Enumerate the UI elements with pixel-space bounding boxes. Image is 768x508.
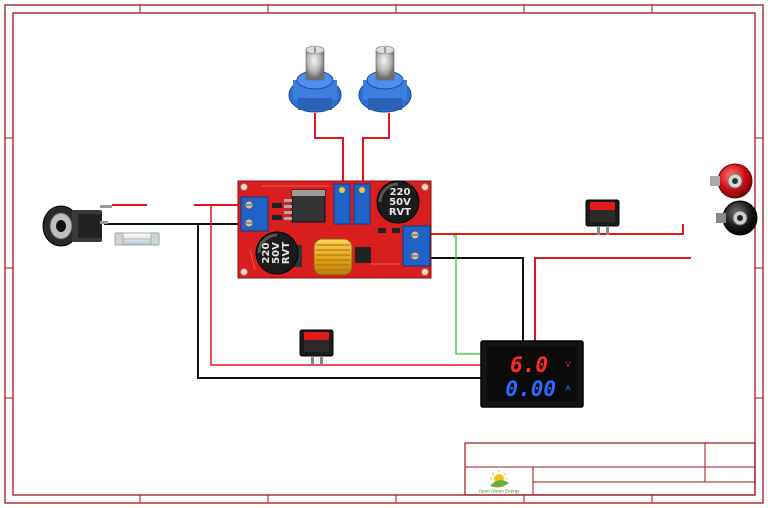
output-terminal-block [402,225,431,267]
potentiometer-voltage [288,45,342,113]
display-voltage-value: 6.0 [510,353,548,377]
wire-pot-right [362,113,390,186]
wire-output-negative [428,257,524,342]
wire-display-to-output [534,257,691,342]
wire-positive-to-display [210,205,484,366]
banana-jack-black [716,200,758,236]
rocker-switch-output [585,199,620,235]
logo: Open Green Energy [478,470,520,494]
wire-output-positive [428,224,684,235]
potentiometer-current [358,45,412,113]
volt-amp-meter: 6.0 V 0.00 A [480,340,584,408]
cap-output-line3: RVT [389,207,411,218]
cap-input-line2: 50V [271,242,282,264]
display-voltage-unit: V [565,360,571,369]
wire-ground-to-display [197,224,484,379]
banana-jack-red [710,163,753,199]
cap-output-line1: 220 [390,187,411,198]
cap-input-line3: RVT [281,242,292,264]
logo-text: Open Green Energy [478,489,520,494]
regulator-ic [284,189,326,223]
onboard-trimpots [333,183,371,225]
drawing-frame [4,4,764,504]
wire-sense-green [453,235,486,355]
cap-input-line1: 220 [261,243,272,264]
wire-pot-left [314,113,344,186]
display-current-value: 0.00 [505,377,556,401]
input-terminal-block [240,196,269,232]
display-current-unit: A [565,384,571,393]
buck-converter-board: 220 50V RVT 220 50V RVT [237,180,432,279]
wires [104,113,691,379]
dc-barrel-jack [42,205,112,247]
capacitor-input: 220 50V RVT [255,231,299,275]
title-block: Open Green Energy [464,442,756,496]
cap-output-line2: 50V [389,197,411,208]
capacitor-output: 220 50V RVT [376,180,420,224]
glass-fuse [114,232,160,246]
sun-leaf-icon [490,470,509,488]
inductor-coil [313,238,353,276]
rocker-switch-display [299,329,334,365]
